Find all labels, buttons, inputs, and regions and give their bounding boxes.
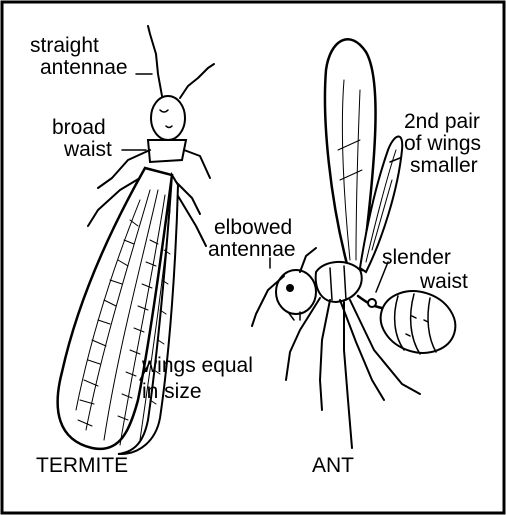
- label-wings-equal-1: wings equal: [141, 354, 253, 377]
- label-second-pair-2: of wings: [404, 132, 481, 155]
- label-broad-waist-1: broad: [52, 116, 106, 139]
- label-wings-equal-2: in size: [142, 380, 202, 403]
- label-elbowed-antennae-2: antennae: [208, 238, 296, 261]
- termite-thorax: [148, 140, 186, 162]
- ant-petiole: [368, 299, 376, 307]
- label-second-pair-1: 2nd pair: [404, 110, 480, 133]
- label-elbowed-antennae-1: elbowed: [214, 216, 292, 239]
- label-second-pair-3: smaller: [410, 154, 478, 177]
- label-termite: TERMITE: [36, 454, 128, 477]
- label-straight-antennae-2: antennae: [40, 56, 128, 79]
- termite-head: [151, 96, 185, 140]
- label-slender-waist-1: slender: [382, 246, 451, 269]
- label-ant: ANT: [312, 454, 354, 477]
- label-slender-waist-2: waist: [419, 270, 468, 293]
- label-straight-antennae-1: straight: [30, 34, 99, 57]
- ant-eye: [286, 284, 294, 292]
- label-broad-waist-2: waist: [63, 138, 112, 161]
